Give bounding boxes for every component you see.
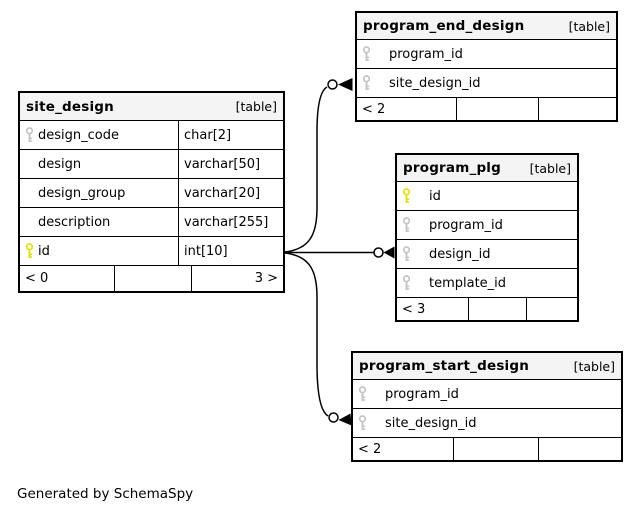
key-icon — [397, 217, 415, 233]
column-name: description — [38, 214, 111, 230]
footer-parents: < 3 — [397, 298, 469, 320]
table-footer: < 2 — [353, 438, 621, 460]
table-footer: < 0 3 > — [20, 266, 283, 291]
table-badge: [table] — [529, 160, 571, 176]
table-name[interactable]: program_start_design — [359, 358, 530, 374]
column-name: design — [38, 156, 82, 172]
column-type: char[2] — [184, 127, 232, 143]
footer-middle — [457, 98, 539, 120]
column-name: site_design_id — [385, 415, 477, 431]
column-row: description varchar[255] — [20, 208, 283, 237]
column-name: program_id — [429, 217, 503, 233]
generated-by-text: Generated by SchemaSpy — [17, 486, 194, 502]
footer-parents: < 2 — [353, 438, 454, 460]
table-program-plg[interactable]: program_plg [table] id program_id design… — [395, 153, 579, 322]
column-name: program_id — [385, 386, 459, 402]
table-program-start-design[interactable]: program_start_design [table] program_id … — [351, 351, 623, 462]
table-badge: [table] — [235, 99, 277, 114]
column-row: site_design_id — [353, 409, 621, 438]
primary-key-icon — [20, 243, 38, 259]
key-icon — [357, 75, 375, 91]
column-name: id — [38, 243, 50, 259]
column-name: design_code — [38, 127, 119, 143]
column-name: site_design_id — [389, 75, 481, 91]
table-name[interactable]: site_design — [26, 98, 114, 115]
table-badge: [table] — [568, 18, 610, 34]
key-icon — [20, 127, 38, 143]
footer-children — [527, 298, 577, 320]
column-row: template_id — [397, 269, 577, 298]
footer-middle — [454, 438, 539, 460]
column-row: site_design_id — [357, 69, 616, 98]
column-type: int[10] — [184, 243, 228, 259]
footer-children: 3 > — [254, 271, 278, 286]
footer-middle — [469, 298, 527, 320]
column-name: design_id — [429, 246, 491, 262]
column-name: template_id — [429, 275, 507, 291]
footer-parents: < 0 — [20, 266, 115, 291]
edge-site-design-to-program-end-design — [284, 78, 353, 253]
table-name[interactable]: program_plg — [403, 160, 501, 176]
footer-children — [539, 438, 621, 460]
edge-site-design-to-program-plg — [285, 246, 395, 259]
column-row: program_id — [397, 211, 577, 240]
column-row: program_id — [357, 40, 616, 69]
footer-children — [539, 98, 616, 120]
table-header[interactable]: program_end_design [table] — [357, 13, 616, 40]
column-type: varchar[50] — [184, 156, 261, 172]
table-header[interactable]: program_start_design [table] — [353, 353, 621, 380]
table-footer: < 3 — [397, 298, 577, 320]
column-row: design_code char[2] — [20, 121, 283, 150]
table-program-end-design[interactable]: program_end_design [table] program_id si… — [355, 11, 618, 122]
column-type: varchar[20] — [184, 185, 261, 201]
table-badge: [table] — [573, 358, 615, 374]
key-icon — [357, 46, 375, 62]
key-icon — [397, 246, 415, 262]
table-header[interactable]: program_plg [table] — [397, 155, 577, 182]
column-row: design_group varchar[20] — [20, 179, 283, 208]
column-row: design_id — [397, 240, 577, 269]
column-row: id — [397, 182, 577, 211]
table-name[interactable]: program_end_design — [363, 18, 525, 34]
table-site-design[interactable]: site_design [table] design_code char[2] … — [18, 91, 285, 293]
column-row: design varchar[50] — [20, 150, 283, 179]
column-row: program_id — [353, 380, 621, 409]
key-icon — [353, 386, 371, 402]
edge-site-design-to-program-start-design — [284, 252, 352, 426]
footer-middle — [115, 266, 192, 291]
primary-key-icon — [397, 188, 415, 204]
key-icon — [397, 275, 415, 291]
table-header[interactable]: site_design [table] — [20, 93, 283, 121]
column-name: id — [429, 188, 441, 204]
column-name: design_group — [38, 185, 126, 201]
key-icon — [353, 415, 371, 431]
column-type: varchar[255] — [184, 214, 269, 230]
footer-parents: < 2 — [357, 98, 457, 120]
column-row: id int[10] — [20, 237, 283, 266]
column-name: program_id — [389, 46, 463, 62]
table-footer: < 2 — [357, 98, 616, 120]
